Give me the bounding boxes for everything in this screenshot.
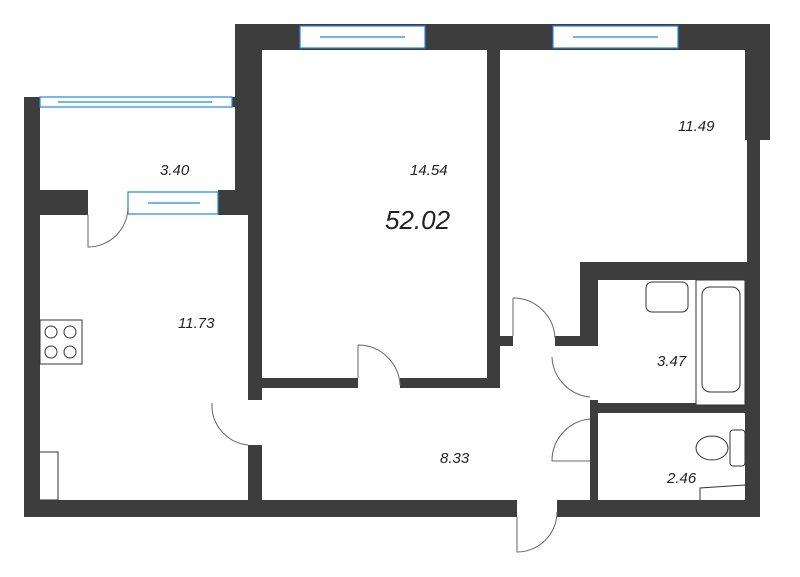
area-room-1: 14.54: [410, 162, 448, 179]
area-hallway: 8.33: [440, 450, 470, 467]
toilet-icon: [729, 429, 746, 467]
area-kitchen: 11.73: [178, 315, 215, 332]
door-swings: [87, 206, 591, 553]
sink-icon: [645, 281, 689, 313]
area-room-2: 11.49: [678, 118, 715, 135]
area-bathroom: 3.47: [657, 353, 687, 370]
area-balcony: 3.40: [160, 162, 190, 179]
area-toilet: 2.46: [667, 470, 697, 487]
fixtures: [39, 279, 746, 501]
fridge-icon: [40, 451, 59, 501]
windows: [39, 25, 679, 215]
total-area: 52.02: [385, 205, 451, 235]
stove-icon: [39, 319, 83, 365]
